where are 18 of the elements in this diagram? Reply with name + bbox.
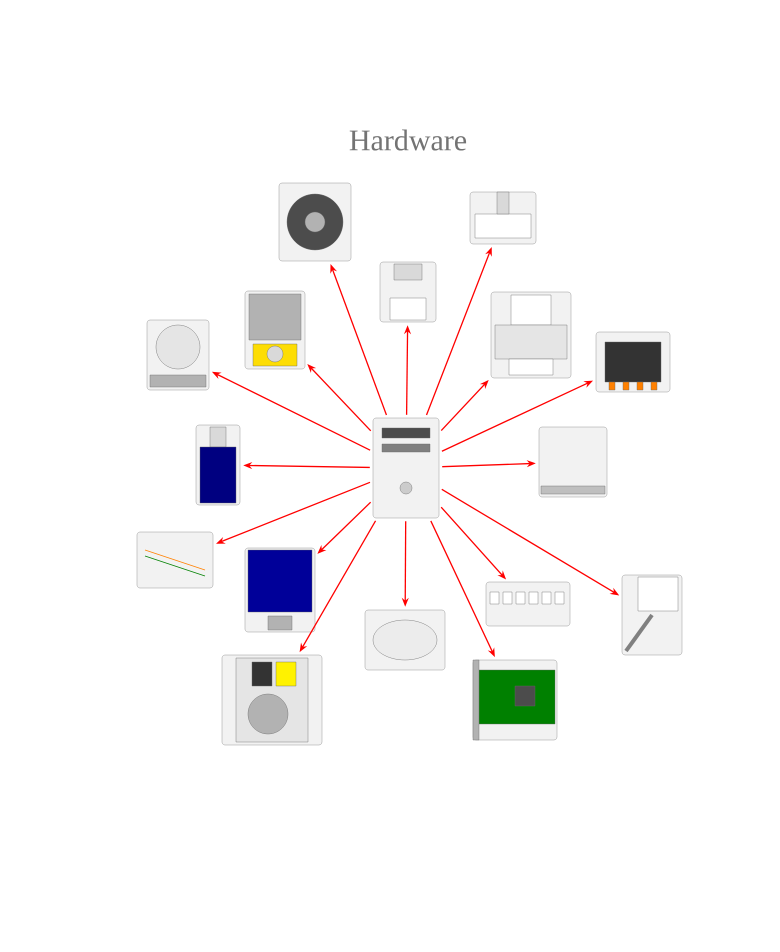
usb-stick-drawing	[196, 424, 240, 506]
cable-drawing	[136, 532, 214, 588]
sound-card-drawing	[472, 660, 558, 740]
title: Hardware	[350, 129, 466, 151]
keyboard-drawing	[486, 582, 570, 626]
optical-drive-drawing	[244, 290, 306, 370]
computer-tower-drawing	[372, 418, 440, 518]
hard-disk-drawing	[146, 320, 210, 390]
power-supply-drawing	[222, 654, 322, 746]
fan-drawing	[278, 182, 352, 262]
chip-drawing	[596, 332, 670, 392]
external-drive-drawing	[538, 426, 608, 498]
mouse-drawing	[364, 610, 446, 670]
printer-drawing	[490, 292, 572, 378]
network-cable-drawing	[622, 574, 682, 656]
floppy-disk-drawing	[380, 262, 436, 322]
connector-drawing	[470, 192, 536, 244]
monitor-drawing	[244, 548, 316, 632]
